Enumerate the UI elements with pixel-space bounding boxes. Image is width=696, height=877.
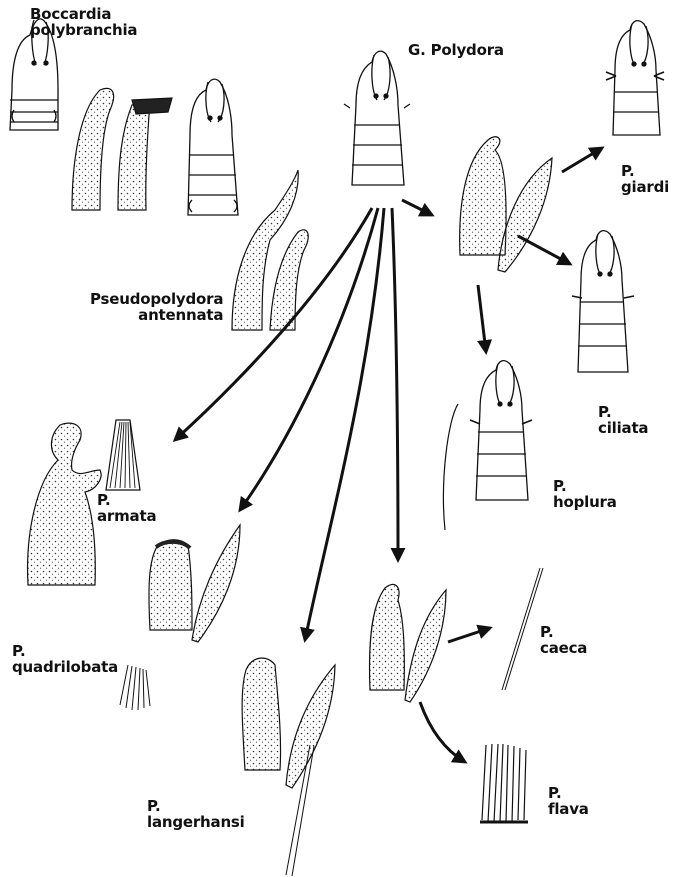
label-armata-line2: armata [97,508,156,524]
label-giardi-line1: P. [621,163,669,179]
label-ciliata-line1: P. [598,404,648,420]
arrow-to-giardi [562,148,602,172]
label-boccardia: Boccardia polybranchia [30,6,137,38]
label-quadrilobata-line1: P. [12,643,118,659]
label-quadrilobata: P. quadrilobata [12,643,118,675]
label-caeca-line2: caeca [540,640,587,656]
label-langerhansi-line1: P. [147,798,245,814]
worm-head-ciliata [572,231,634,372]
label-boccardia-line2: polybranchia [30,22,137,38]
label-genus: G. Polydora [408,42,504,58]
label-genus-text: G. Polydora [408,42,504,58]
label-hoplura-line1: P. [553,478,617,494]
worm-head-pseudopolydora [188,79,238,215]
label-armata: P. armata [97,492,156,524]
worm-head-polydora [344,51,410,185]
setae-boccardia [72,88,172,210]
label-caeca-line1: P. [540,624,587,640]
label-pseudopolydora: Pseudopolydora antennata [90,291,223,323]
label-hoplura-line2: hoplura [553,494,617,510]
arrow-to-hoplura [478,285,486,352]
setae-polydora [460,137,552,272]
label-ciliata-line2: ciliata [598,420,648,436]
label-caeca: P. caeca [540,624,587,656]
setae-pseudopolydora [232,170,308,330]
arrow-to-flava-branch [392,208,398,560]
label-langerhansi: P. langerhansi [147,798,245,830]
label-hoplura: P. hoplura [553,478,617,510]
arrow-to-caeca [448,628,490,642]
arrow-to-giardi-branch [402,200,432,215]
setae-caeca-flava [370,568,543,822]
arrow-to-ciliata [518,236,570,264]
label-flava: P. flava [548,785,589,817]
label-flava-line2: flava [548,801,589,817]
label-boccardia-line1: Boccardia [30,6,137,22]
label-pseudopolydora-line1: Pseudopolydora [90,291,223,307]
arrow-to-langerhansi [305,208,384,640]
setae-quadrilobata [120,525,240,710]
label-pseudopolydora-line2: antennata [90,307,223,323]
label-quadrilobata-line2: quadrilobata [12,659,118,675]
worm-head-giardi [606,21,664,135]
worm-head-hoplura [443,361,532,530]
label-langerhansi-line2: langerhansi [147,814,245,830]
label-ciliata: P. ciliata [598,404,648,436]
setae-langerhansi [242,658,335,876]
label-flava-line1: P. [548,785,589,801]
label-giardi: P. giardi [621,163,669,195]
label-giardi-line2: giardi [621,179,669,195]
arrow-to-flava [420,702,465,762]
label-armata-line1: P. [97,492,156,508]
